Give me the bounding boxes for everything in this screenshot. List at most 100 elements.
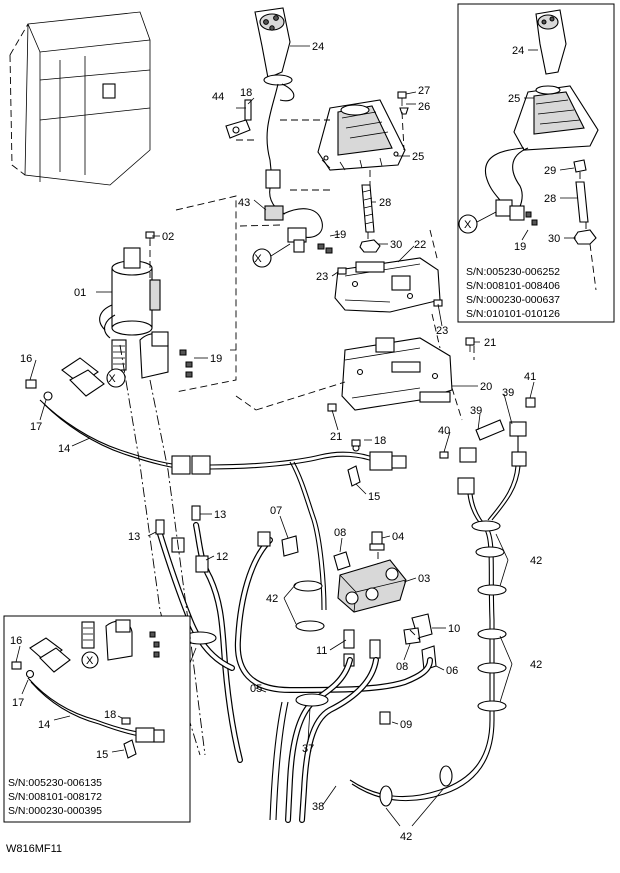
bolt-27: [397, 91, 407, 106]
callout-06: 06: [446, 665, 458, 677]
bracket-plate-22: [334, 257, 441, 313]
connector-43: [264, 205, 323, 253]
inset-right-callout-30: 30: [548, 233, 560, 245]
callout-13-left: 13: [128, 531, 140, 543]
inset-left-serial-1: S/N:005230-006135: [8, 777, 102, 789]
callout-23-left: 23: [316, 271, 328, 283]
callout-03: 03: [418, 573, 430, 585]
clamp-15: [347, 439, 361, 487]
bolt-21-left: [327, 403, 337, 412]
callout-08-lower: 08: [396, 661, 408, 673]
callout-09: 09: [400, 719, 412, 731]
harness-connectors-left: [25, 331, 193, 401]
callout-37-center: 37: [302, 743, 314, 755]
relay-39: [509, 421, 527, 467]
callout-10: 10: [448, 623, 460, 635]
inset-left-serial-2: S/N:008101-008172: [8, 791, 102, 803]
bolt-23: [337, 267, 347, 275]
callout-14: 14: [58, 443, 70, 455]
callout-39-right: 39: [502, 387, 514, 399]
harness-14: [39, 399, 407, 611]
callout-x-1: X: [254, 253, 262, 265]
callout-27: 27: [418, 85, 430, 97]
callout-42-center: 42: [266, 593, 278, 605]
nut-30: [359, 239, 381, 253]
callout-19-left: 19: [210, 353, 222, 365]
clamps-42-center: [183, 580, 329, 707]
inset-left-callout-18: 18: [104, 709, 116, 721]
actuator-01: [99, 247, 161, 339]
inset-left-callout-x: X: [86, 655, 94, 667]
cable-clamps-42-right: [379, 520, 507, 807]
nut-41: [525, 397, 536, 408]
callout-40: 40: [438, 425, 450, 437]
fitting-04: [369, 531, 385, 551]
fitting-07: [281, 535, 299, 557]
callout-01: 01: [74, 287, 86, 299]
inset-left-callout-17: 17: [12, 697, 24, 709]
callout-x-2: X: [108, 373, 116, 385]
callout-labels: 24 25 27 26 28 30 44 18 43 19 22 23 23 2…: [20, 41, 542, 843]
callout-07: 07: [270, 505, 282, 517]
valve-03: [337, 559, 407, 613]
inset-right-callout-x: X: [464, 219, 472, 231]
callout-18-mid: 18: [374, 435, 386, 447]
callout-15: 15: [368, 491, 380, 503]
inset-right-serial-2: S/N:008101-008406: [466, 280, 560, 292]
callout-17: 17: [30, 421, 42, 433]
callout-04: 04: [392, 531, 404, 543]
inset-right-serial-1: S/N:005230-006252: [466, 266, 560, 278]
reference-x-circle-2: [106, 368, 126, 388]
reference-x-circle-1: [252, 243, 291, 268]
callout-23-right: 23: [436, 325, 448, 337]
callout-21-right: 21: [484, 337, 496, 349]
inset-right-callout-24: 24: [512, 45, 524, 57]
inset-right-callout-28: 28: [544, 193, 556, 205]
callout-42-right-lower: 42: [530, 659, 542, 671]
bracket-44: [225, 99, 252, 139]
callout-24: 24: [312, 41, 324, 53]
callout-05: 05: [250, 683, 262, 695]
nut-26: [399, 107, 409, 115]
rod-28: [361, 184, 375, 233]
callout-18-top: 18: [240, 87, 252, 99]
callout-21-left: 21: [330, 431, 342, 443]
callout-42-right-upper: 42: [530, 555, 542, 567]
callout-43: 43: [238, 197, 250, 209]
bolt-21-right: [465, 337, 475, 352]
callout-42-bottom: 42: [400, 831, 412, 843]
inset-left-callout-16: 16: [10, 635, 22, 647]
callout-44: 44: [212, 91, 224, 103]
callout-20: 20: [480, 381, 492, 393]
callout-22: 22: [414, 239, 426, 251]
bracket-plate-20: [341, 337, 453, 411]
joystick-boot: [317, 99, 406, 171]
callout-02: 02: [162, 231, 174, 243]
callout-16: 16: [20, 353, 32, 365]
plug-09: [379, 711, 391, 725]
inset-right: 24 25 29 28 30 19 X S/N:005230-006252 S/…: [457, 3, 615, 323]
inset-left-callout-15: 15: [96, 749, 108, 761]
clips-19-upper: [317, 243, 333, 254]
callout-08-upper: 08: [334, 527, 346, 539]
callout-39-left: 39: [470, 405, 482, 417]
inset-right-callout-19: 19: [514, 241, 526, 253]
inset-right-callout-29: 29: [544, 165, 556, 177]
inset-left: 16 17 14 18 15 X S/N:005230-006135 S/N:0…: [3, 615, 191, 823]
callout-38: 38: [312, 801, 324, 813]
callout-26: 26: [418, 101, 430, 113]
callout-11: 11: [316, 645, 327, 657]
callout-30: 30: [390, 239, 402, 251]
callout-41: 41: [524, 371, 536, 383]
callout-19-top: 19: [334, 229, 346, 241]
joystick-lever: [254, 7, 295, 215]
hose-fittings-12-13: [155, 505, 271, 573]
inset-left-serial-3: S/N:000230-000395: [8, 805, 102, 817]
relay-40: [439, 447, 477, 495]
figure-code: W816MF11: [6, 843, 62, 855]
callout-12: 12: [216, 551, 228, 563]
inset-right-callout-25: 25: [508, 93, 520, 105]
callout-28: 28: [379, 197, 391, 209]
callout-25: 25: [412, 151, 424, 163]
